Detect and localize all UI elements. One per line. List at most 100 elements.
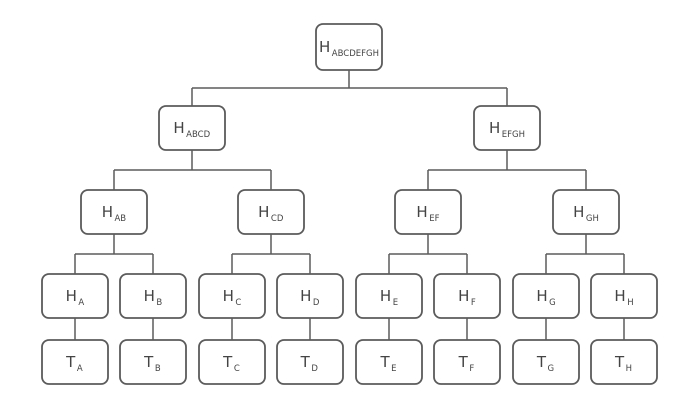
node-label-subscript: F bbox=[471, 298, 476, 308]
node-label-subscript: G bbox=[548, 364, 555, 374]
node-label-main: H bbox=[380, 287, 391, 305]
node-label-subscript: B bbox=[155, 364, 161, 374]
node-box bbox=[394, 189, 462, 235]
node-label-subscript: A bbox=[78, 298, 84, 308]
node-label-subscript: D bbox=[313, 298, 320, 308]
node-label-subscript: E bbox=[391, 364, 396, 374]
node-label-subscript: EF bbox=[429, 214, 439, 224]
node-box bbox=[198, 339, 266, 385]
node-label-subscript: CD bbox=[271, 214, 284, 224]
node-label-main: T bbox=[614, 353, 625, 371]
node-box bbox=[512, 273, 580, 319]
node-label-subscript: EFGH bbox=[502, 130, 525, 140]
node-label-main: H bbox=[144, 287, 155, 305]
node-label-subscript: F bbox=[469, 364, 474, 374]
edge-hab-children bbox=[74, 234, 154, 274]
node-label-subscript: AB bbox=[114, 214, 126, 224]
node-label-subscript: E bbox=[393, 298, 398, 308]
node-box bbox=[512, 339, 580, 385]
node-label-main: H bbox=[102, 203, 113, 221]
node-label-main: T bbox=[222, 353, 233, 371]
tree-edges bbox=[74, 70, 625, 340]
edge-root-children bbox=[191, 70, 508, 106]
node-label-subscript: H bbox=[626, 364, 632, 374]
node-box bbox=[433, 339, 501, 385]
node-label-main: T bbox=[458, 353, 469, 371]
node-label-main: H bbox=[258, 203, 269, 221]
edge-habcd-children bbox=[113, 150, 272, 190]
node-box bbox=[590, 339, 658, 385]
node-box bbox=[315, 23, 383, 71]
node-box bbox=[158, 105, 226, 151]
node-box bbox=[237, 189, 305, 235]
node-label-main: H bbox=[300, 287, 311, 305]
node-label-main: H bbox=[416, 203, 427, 221]
node-label-main: T bbox=[300, 353, 311, 371]
node-box bbox=[119, 273, 187, 319]
node-label-subscript: B bbox=[156, 298, 162, 308]
node-label-subscript: ABCDEFGH bbox=[332, 49, 379, 59]
node-label-main: H bbox=[173, 119, 184, 137]
node-label-main: H bbox=[573, 203, 584, 221]
edge-hef-children bbox=[388, 234, 468, 274]
node-box bbox=[433, 273, 501, 319]
node-label-subscript: ABCD bbox=[186, 130, 210, 140]
edge-hcd-children bbox=[231, 234, 311, 274]
node-label-subscript: H bbox=[627, 298, 633, 308]
node-label-subscript: C bbox=[235, 298, 241, 308]
node-label-subscript: GH bbox=[586, 214, 599, 224]
edge-hgh-children bbox=[545, 234, 625, 274]
node-box bbox=[198, 273, 266, 319]
node-label-main: H bbox=[319, 38, 330, 56]
node-box bbox=[355, 273, 423, 319]
node-label-main: H bbox=[458, 287, 469, 305]
edge-hefgh-children bbox=[427, 150, 587, 190]
node-label-main: H bbox=[536, 287, 547, 305]
node-box bbox=[119, 339, 187, 385]
node-label-main: T bbox=[536, 353, 547, 371]
node-label-subscript: A bbox=[77, 364, 83, 374]
node-box bbox=[473, 105, 541, 151]
